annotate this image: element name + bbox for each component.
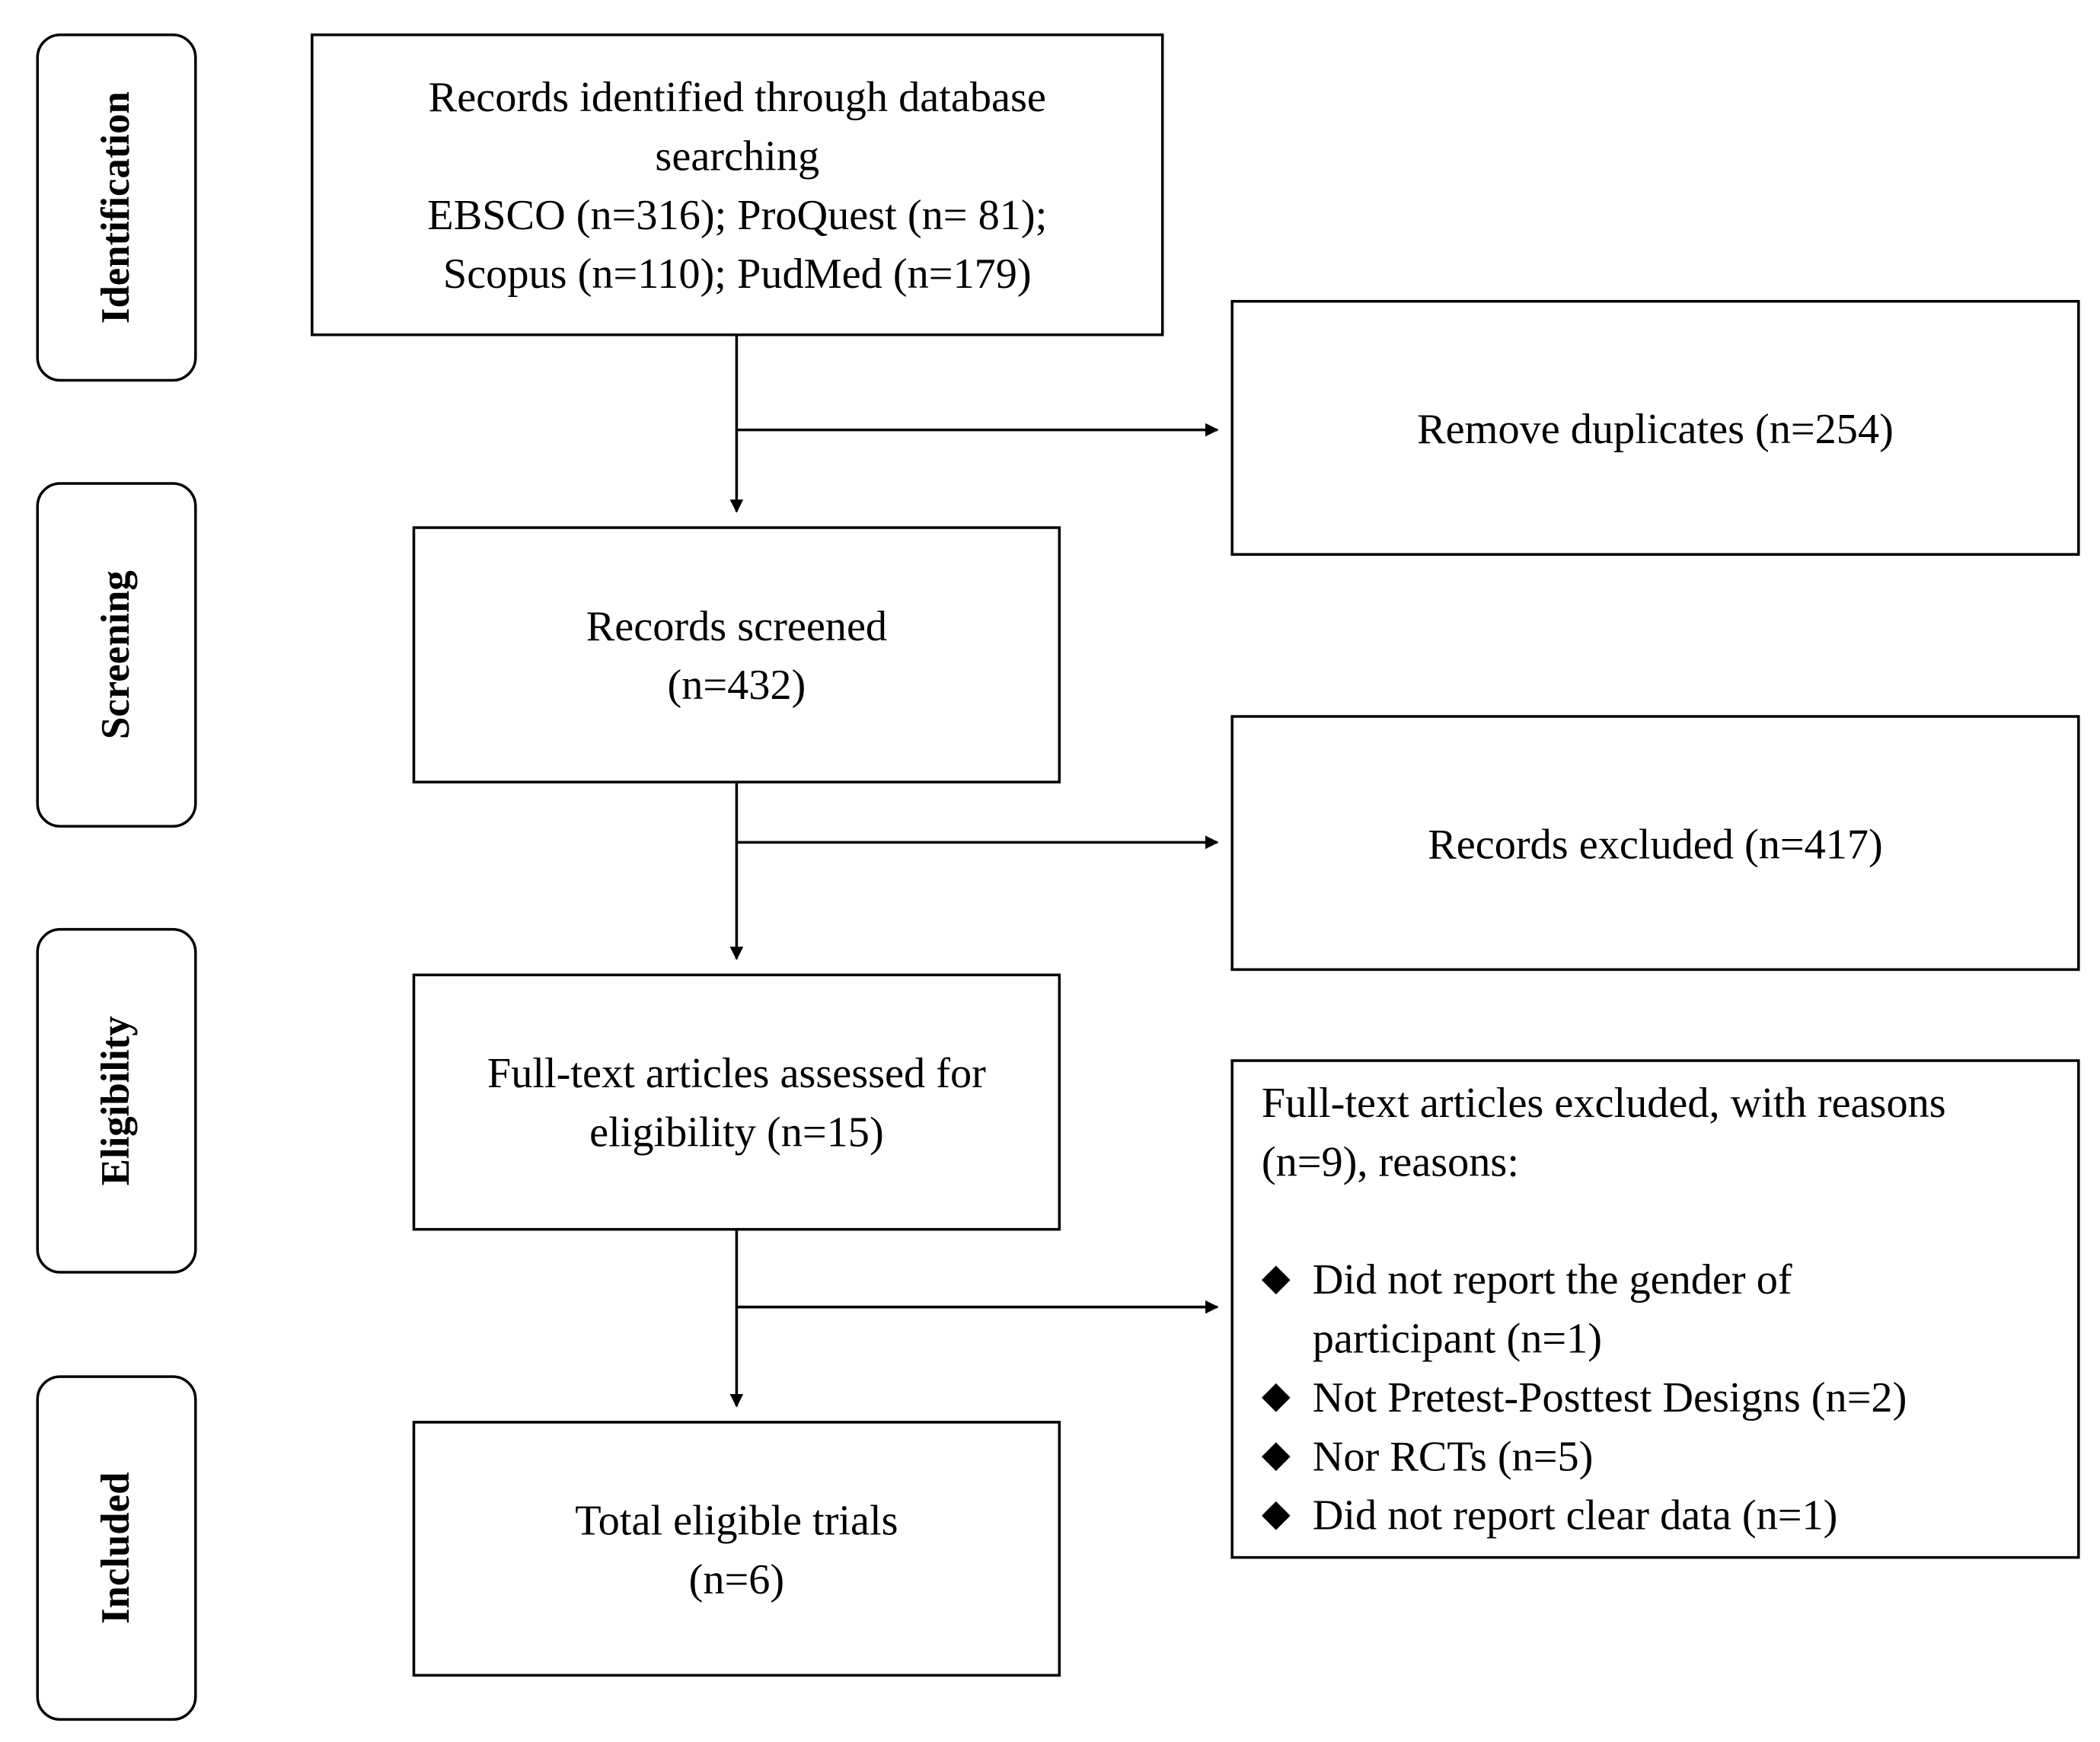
full-text-assessed-line-2: eligibility (n=15) bbox=[589, 1107, 884, 1156]
records-screened-line-2: (n=432) bbox=[667, 660, 806, 709]
records-screened-line-1: Records screened bbox=[586, 601, 888, 650]
remove-duplicates-text: Remove duplicates (n=254) bbox=[1417, 404, 1894, 452]
records-identified-line-2: searching bbox=[655, 131, 820, 180]
diamond-bullet-icon: ◆ bbox=[1261, 1257, 1291, 1300]
records-identified-box: Records identified through database sear… bbox=[311, 33, 1164, 337]
records-identified-line-4: Scopus (n=110); PudMed (n=179) bbox=[442, 249, 1032, 298]
full-text-excluded-box: Full-text articles excluded, with reason… bbox=[1230, 1059, 2080, 1559]
phase-included: Included bbox=[36, 1375, 197, 1721]
full-text-assessed-box: Full-text articles assessed for eligibil… bbox=[412, 973, 1061, 1231]
reason-design-text: Not Pretest-Posttest Designs (n=2) bbox=[1312, 1372, 1907, 1421]
total-eligible-line-2: (n=6) bbox=[688, 1554, 785, 1603]
full-text-excluded-line-1: Full-text articles excluded, with reason… bbox=[1261, 1077, 1946, 1127]
reason-rcts-text: Nor RCTs (n=5) bbox=[1312, 1431, 1594, 1480]
phase-screening: Screening bbox=[36, 482, 197, 828]
phase-eligibility: Eligibility bbox=[36, 927, 197, 1274]
diamond-bullet-icon: ◆ bbox=[1261, 1493, 1291, 1535]
reason-data-text: Did not report clear data (n=1) bbox=[1312, 1490, 1838, 1539]
diamond-bullet-icon: ◆ bbox=[1261, 1375, 1291, 1417]
reason-text: Did not report the gender of participant… bbox=[1313, 1249, 1792, 1367]
reason-gender-line-2: participant (n=1) bbox=[1312, 1313, 1602, 1362]
phase-identification: Identification bbox=[36, 33, 197, 382]
full-text-assessed-line-1: Full-text articles assessed for bbox=[487, 1048, 986, 1097]
records-excluded-box: Records excluded (n=417) bbox=[1230, 715, 2080, 972]
records-screened-box: Records screened (n=432) bbox=[412, 526, 1061, 783]
full-text-excluded-line-2: (n=9), reasons: bbox=[1261, 1137, 1519, 1185]
diamond-bullet-icon: ◆ bbox=[1261, 1434, 1291, 1476]
records-identified-line-1: Records identified through database bbox=[428, 72, 1046, 121]
total-eligible-box: Total eligible trials (n=6) bbox=[412, 1421, 1061, 1677]
reason-item-design: ◆ Not Pretest-Posttest Designs (n=2) bbox=[1262, 1367, 1907, 1426]
records-identified-line-3: EBSCO (n=316); ProQuest (n= 81); bbox=[427, 190, 1048, 239]
reason-item-gender: ◆ Did not report the gender of participa… bbox=[1262, 1249, 1792, 1367]
records-excluded-text: Records excluded (n=417) bbox=[1428, 818, 1883, 867]
remove-duplicates-box: Remove duplicates (n=254) bbox=[1230, 299, 2080, 556]
reason-gender-line-1: Did not report the gender of bbox=[1312, 1255, 1792, 1303]
total-eligible-line-1: Total eligible trials bbox=[575, 1495, 898, 1544]
reason-item-rcts: ◆ Nor RCTs (n=5) bbox=[1262, 1426, 1593, 1485]
reason-item-data: ◆ Did not report clear data (n=1) bbox=[1262, 1485, 1838, 1544]
